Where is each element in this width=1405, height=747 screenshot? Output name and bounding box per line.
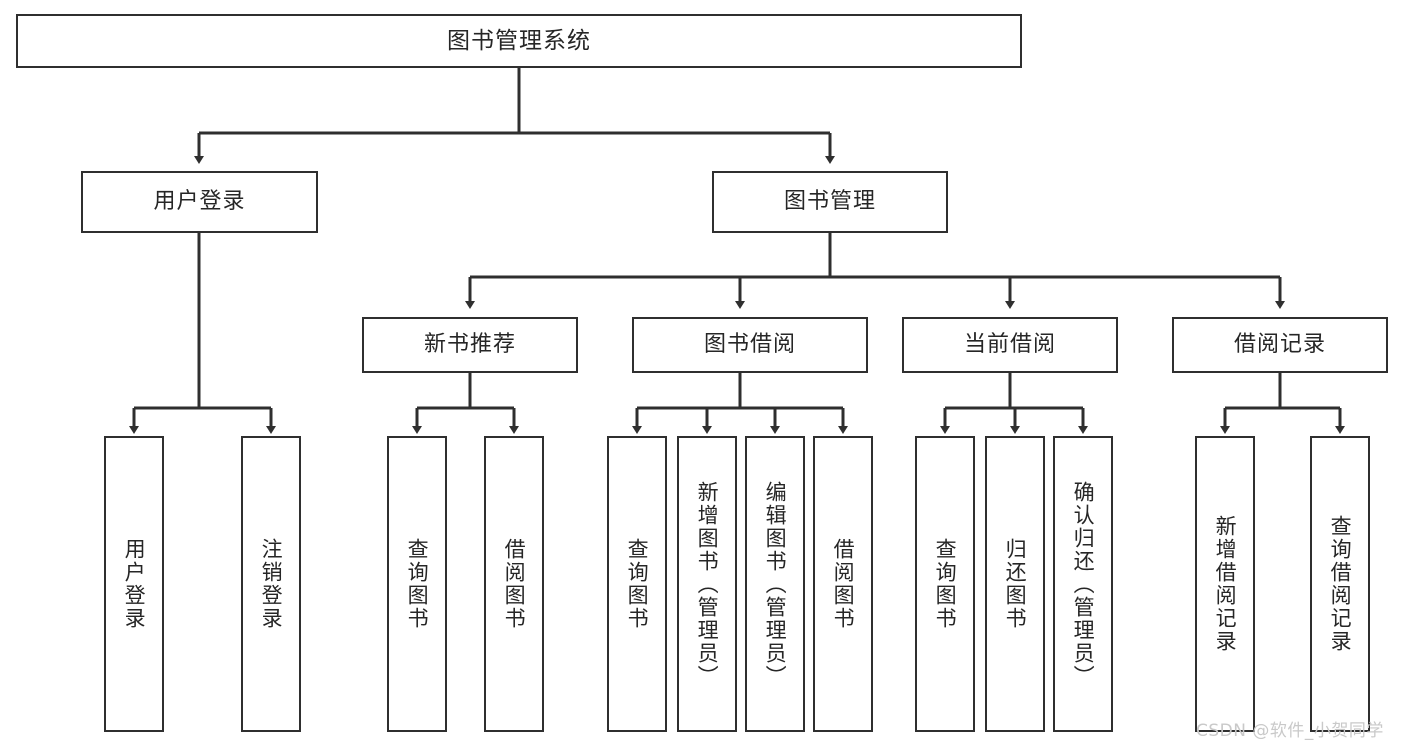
node-label: 归还图书	[1003, 538, 1028, 630]
node-label: 图书借阅	[703, 332, 796, 358]
node-label: 确认归还（管理员）	[1071, 480, 1096, 688]
node-label: 用户登录	[153, 189, 246, 215]
node-level1-user-login[interactable]: 用户登录	[81, 171, 318, 233]
node-leaf-query-borrow-record[interactable]: 查询借阅记录	[1310, 436, 1370, 732]
node-label: 编辑图书（管理员）	[763, 480, 788, 688]
node-leaf-logout[interactable]: 注销登录	[241, 436, 301, 732]
node-leaf-user-login[interactable]: 用户登录	[104, 436, 164, 732]
node-label: 查询借阅记录	[1328, 515, 1353, 653]
node-level2-borrow-record[interactable]: 借阅记录	[1172, 317, 1388, 373]
node-leaf-query-book-recommend[interactable]: 查询图书	[387, 436, 447, 732]
node-label: 注销登录	[259, 538, 284, 630]
node-label: 查询图书	[933, 538, 958, 630]
node-label: 图书管理系统	[447, 27, 591, 54]
node-label: 用户登录	[122, 538, 147, 630]
node-label: 查询图书	[625, 538, 650, 630]
node-leaf-query-book-current[interactable]: 查询图书	[915, 436, 975, 732]
node-label: 借阅图书	[502, 538, 527, 630]
node-leaf-add-book-admin[interactable]: 新增图书（管理员）	[677, 436, 737, 732]
node-leaf-add-borrow-record[interactable]: 新增借阅记录	[1195, 436, 1255, 732]
node-leaf-borrow-book-recommend[interactable]: 借阅图书	[484, 436, 544, 732]
node-level2-book-borrow[interactable]: 图书借阅	[632, 317, 868, 373]
node-level2-new-book-recommend[interactable]: 新书推荐	[362, 317, 578, 373]
node-label: 当前借阅	[963, 332, 1056, 358]
node-leaf-query-book-borrow[interactable]: 查询图书	[607, 436, 667, 732]
node-root[interactable]: 图书管理系统	[16, 14, 1022, 68]
node-leaf-edit-book-admin[interactable]: 编辑图书（管理员）	[745, 436, 805, 732]
node-level1-book-management[interactable]: 图书管理	[712, 171, 948, 233]
node-label: 图书管理	[783, 189, 876, 215]
node-label: 新书推荐	[423, 332, 516, 358]
node-label: 新增图书（管理员）	[695, 480, 720, 688]
node-level2-current-borrow[interactable]: 当前借阅	[902, 317, 1118, 373]
node-label: 查询图书	[405, 538, 430, 630]
node-leaf-borrow-book[interactable]: 借阅图书	[813, 436, 873, 732]
node-label: 新增借阅记录	[1213, 515, 1238, 653]
node-label: 借阅图书	[831, 538, 856, 630]
node-label: 借阅记录	[1233, 332, 1326, 358]
node-leaf-return-book[interactable]: 归还图书	[985, 436, 1045, 732]
node-leaf-confirm-return-admin[interactable]: 确认归还（管理员）	[1053, 436, 1113, 732]
